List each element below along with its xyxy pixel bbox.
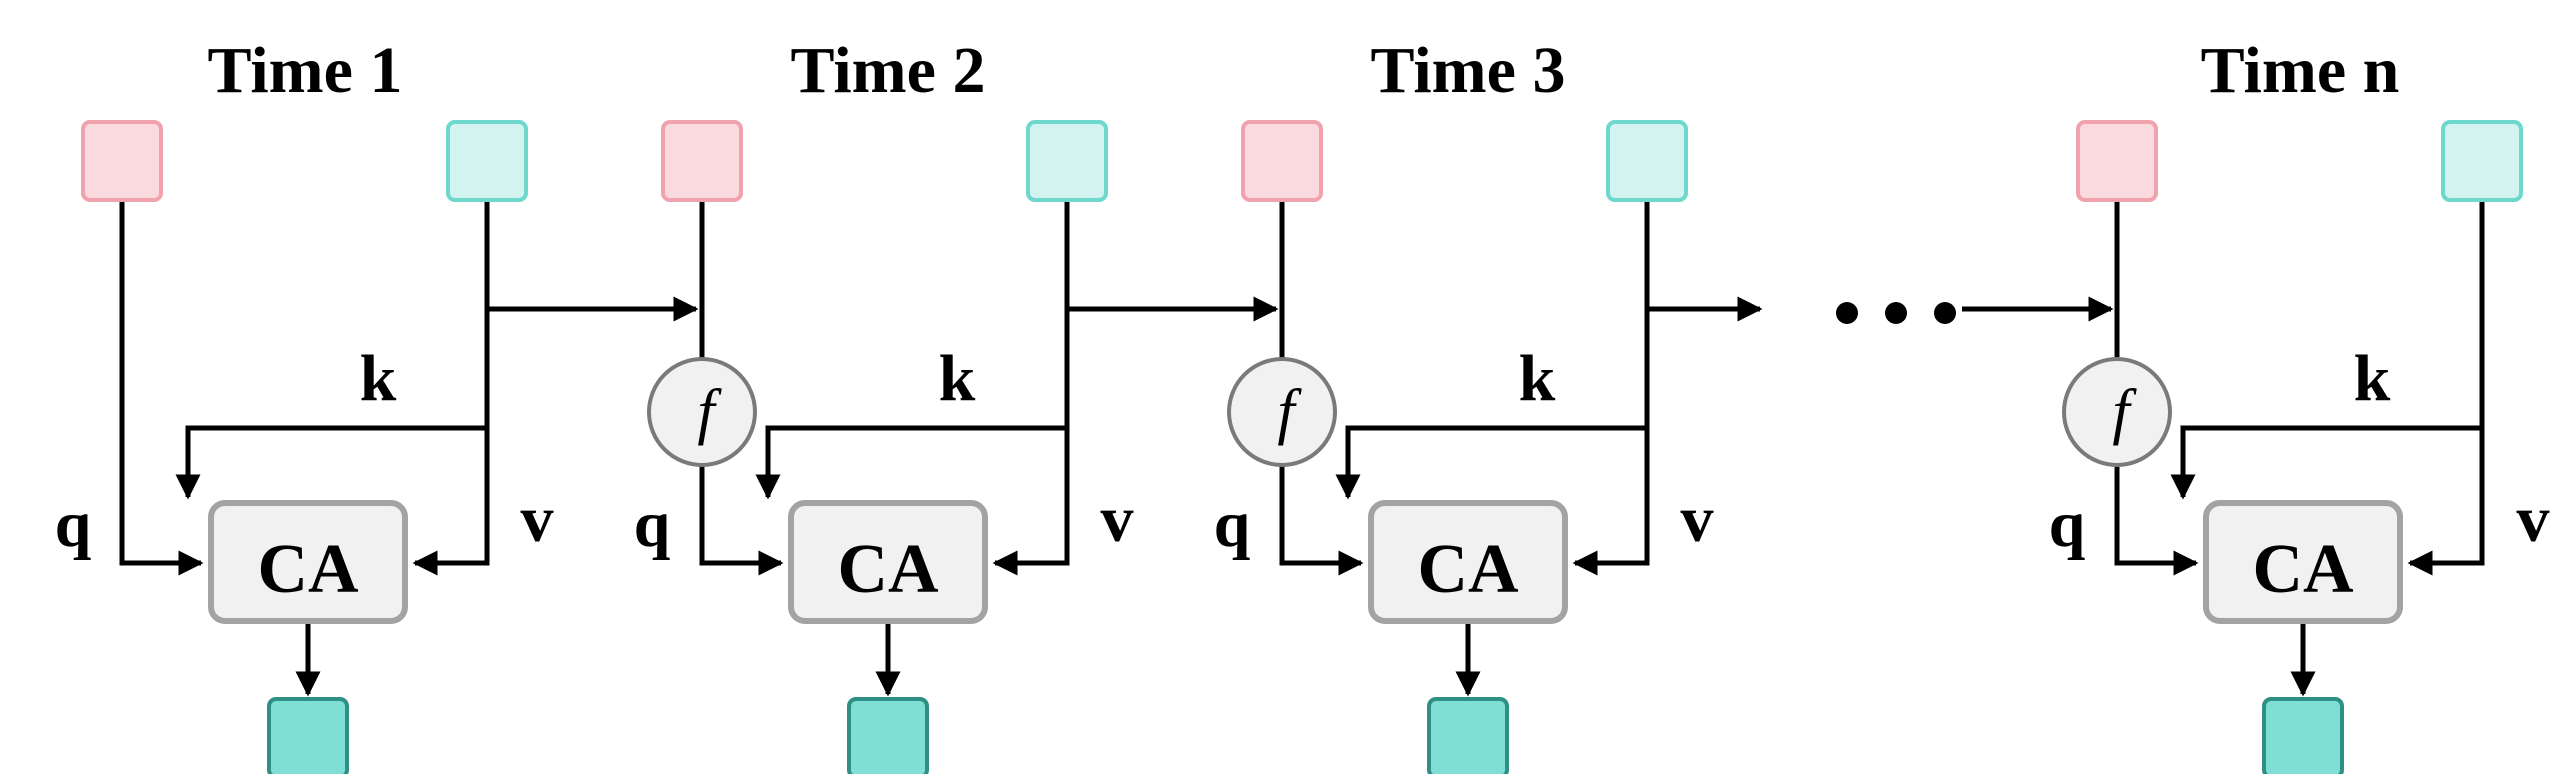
connector-lines bbox=[119, 200, 2485, 697]
query-token bbox=[2076, 120, 2158, 202]
query-token bbox=[81, 120, 163, 202]
kv-token bbox=[1026, 120, 1108, 202]
value-arrow bbox=[2407, 200, 2485, 576]
key-label: k bbox=[1519, 342, 1556, 415]
query-arrow bbox=[699, 465, 784, 576]
output-token bbox=[267, 697, 349, 774]
function-node bbox=[2062, 357, 2172, 467]
value-label: v bbox=[1681, 483, 1714, 556]
query-arrow bbox=[119, 200, 204, 576]
kv-token bbox=[1606, 120, 1688, 202]
function-node bbox=[1227, 357, 1337, 467]
query-arrow bbox=[1279, 465, 1364, 576]
query-label: q bbox=[634, 488, 671, 561]
key-arrow bbox=[175, 425, 487, 500]
diagram-nodes bbox=[81, 120, 2523, 774]
value-arrow bbox=[1572, 200, 1650, 576]
key-arrow bbox=[755, 425, 1067, 500]
cross-attention-label: CA bbox=[1417, 531, 1519, 608]
value-label: v bbox=[1101, 483, 1134, 556]
key-arrow bbox=[1335, 425, 1647, 500]
value-label: v bbox=[521, 483, 554, 556]
kv-token bbox=[2441, 120, 2523, 202]
output-token bbox=[2262, 697, 2344, 774]
cross-attention-box bbox=[208, 500, 408, 624]
key-label: k bbox=[2354, 342, 2391, 415]
query-token bbox=[1241, 120, 1323, 202]
key-arrow bbox=[2170, 425, 2482, 500]
query-label: q bbox=[2049, 488, 2086, 561]
value-label: v bbox=[2517, 483, 2550, 556]
output-token bbox=[1427, 697, 1509, 774]
query-arrow bbox=[2114, 465, 2199, 576]
ellipsis-dots bbox=[1836, 302, 1956, 324]
stage-title: Time 2 bbox=[791, 34, 986, 107]
stage-title: Time 3 bbox=[1371, 34, 1566, 107]
function-node bbox=[647, 357, 757, 467]
query-label: q bbox=[1214, 488, 1251, 561]
stage-title: Time n bbox=[2201, 34, 2400, 107]
cross-attention-label: CA bbox=[257, 531, 359, 608]
cross-attention-box bbox=[788, 500, 988, 624]
cross-attention-box bbox=[1368, 500, 1568, 624]
key-label: k bbox=[939, 342, 976, 415]
diagram-labels: Time 1 Time 2 Time 3 Time n k k k k q q … bbox=[55, 34, 2550, 608]
value-arrow bbox=[412, 200, 490, 576]
value-arrow bbox=[992, 200, 1070, 576]
kv-token bbox=[446, 120, 528, 202]
cross-attention-label: CA bbox=[837, 531, 939, 608]
cross-attention-label: CA bbox=[2252, 531, 2354, 608]
query-label: q bbox=[55, 488, 92, 561]
stage-title: Time 1 bbox=[208, 34, 403, 107]
cross-attention-box bbox=[2203, 500, 2403, 624]
key-label: k bbox=[360, 342, 397, 415]
query-token bbox=[661, 120, 743, 202]
output-token bbox=[847, 697, 929, 774]
